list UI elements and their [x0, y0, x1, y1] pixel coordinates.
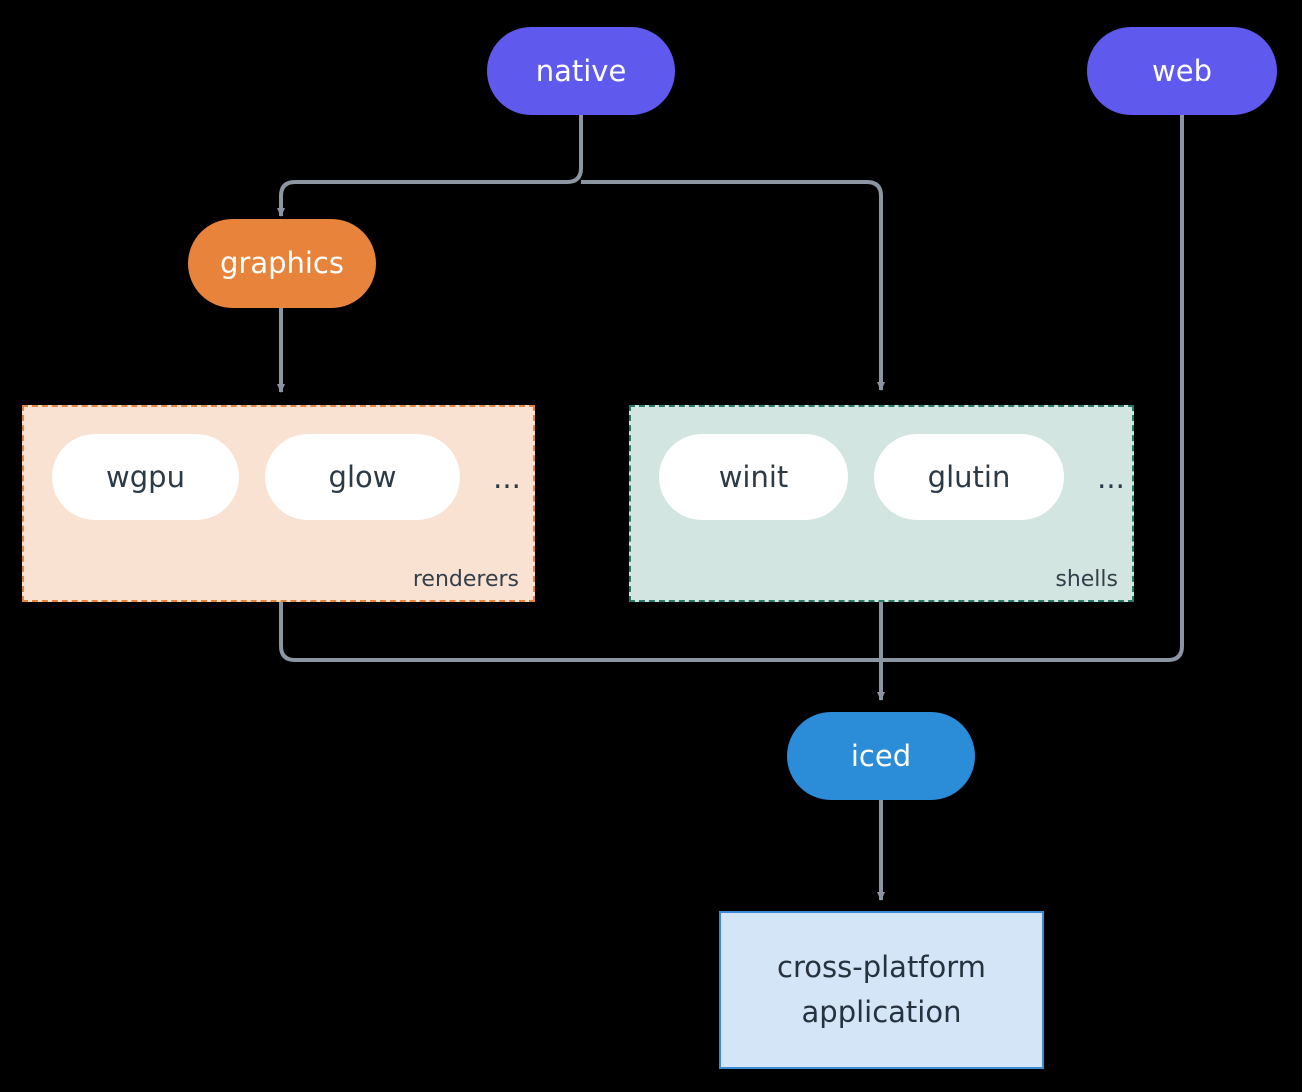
node-application-line2: application [801, 995, 962, 1029]
group-renderers-label: renderers [412, 567, 519, 592]
edge-native-to-shells [581, 180, 885, 391]
shell-item-glutin[interactable]: glutin [874, 434, 1064, 520]
group-shells: winit glutin ... shells [629, 405, 1134, 602]
shells-more-ellipsis: ... [1097, 461, 1125, 495]
node-graphics-label: graphics [219, 246, 344, 281]
renderer-item-glow-label: glow [328, 460, 397, 494]
edge-native-split [277, 115, 583, 217]
node-graphics[interactable]: graphics [188, 219, 376, 308]
renderer-item-wgpu[interactable]: wgpu [52, 434, 239, 520]
shell-item-glutin-label: glutin [927, 460, 1011, 494]
shell-item-winit-label: winit [718, 460, 789, 494]
renderers-more-ellipsis: ... [493, 461, 521, 495]
group-shells-label: shells [1055, 567, 1118, 592]
renderer-item-glow[interactable]: glow [265, 434, 460, 520]
group-renderers: wgpu glow ... renderers [22, 405, 535, 602]
node-web[interactable]: web [1087, 27, 1277, 115]
node-application[interactable]: cross-platform application [719, 911, 1044, 1069]
node-iced-label: iced [850, 738, 912, 773]
node-native-label: native [535, 53, 627, 88]
node-native[interactable]: native [487, 27, 675, 115]
edge-renderers-to-iced [279, 602, 881, 662]
node-web-label: web [1152, 53, 1212, 88]
node-iced[interactable]: iced [787, 712, 975, 800]
shell-item-winit[interactable]: winit [659, 434, 848, 520]
renderer-item-wgpu-label: wgpu [106, 460, 185, 494]
node-application-line1: cross-platform [777, 950, 986, 985]
